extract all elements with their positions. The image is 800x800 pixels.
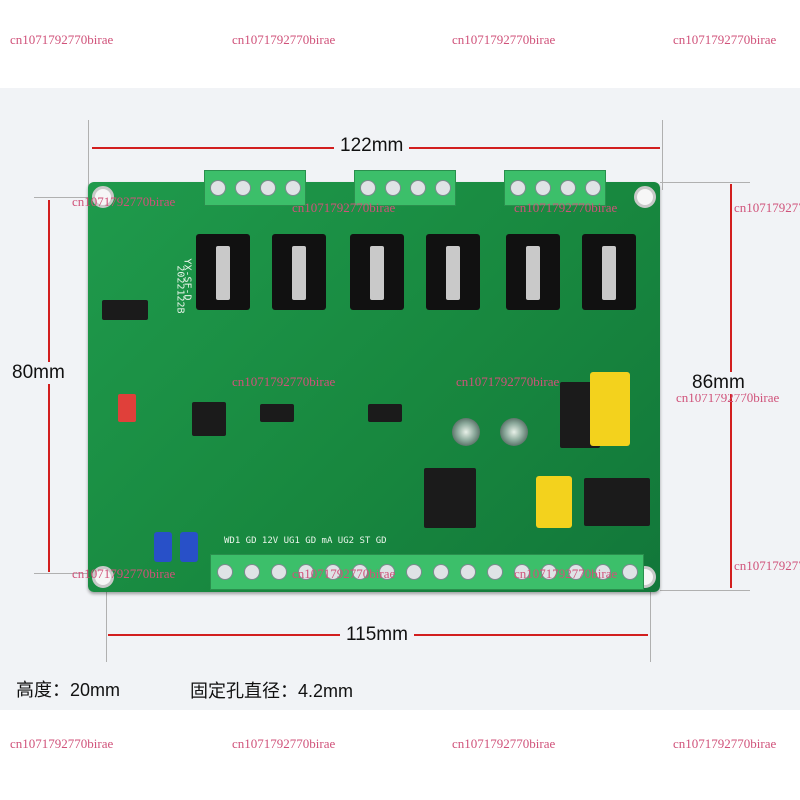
- guide-line: [650, 592, 651, 662]
- terminal-block-top: [354, 170, 456, 206]
- circuit-board: YX-SF-D 2022122B WD1 GD 12V UG1 GD mA UG…: [88, 170, 660, 592]
- watermark: cn1071792770birae: [734, 200, 800, 215]
- mounting-hole-note: 固定孔直径：4.2mm: [190, 681, 354, 701]
- transformer-core: [590, 372, 630, 446]
- potentiometer: [180, 532, 198, 562]
- watermark: cn1071792770birae: [514, 200, 618, 215]
- watermark: cn1071792770birae: [292, 200, 396, 215]
- ic-chip: [368, 404, 402, 422]
- watermark: cn1071792770birae: [10, 32, 114, 47]
- choke-coil: [584, 478, 650, 526]
- dimension-label-height-left: 80mm: [12, 362, 65, 384]
- dimension-label-height-right: 86mm: [692, 372, 745, 394]
- guide-line: [34, 197, 94, 198]
- watermark: cn1071792770birae: [10, 736, 114, 751]
- watermark: cn1071792770birae: [452, 736, 556, 751]
- silkscreen-pin-labels: WD1 GD 12V UG1 GD mA UG2 ST GD: [224, 536, 387, 546]
- mounting-hole: [634, 186, 656, 208]
- guide-line: [106, 592, 107, 662]
- power-relay: [424, 468, 476, 528]
- relay: [426, 234, 480, 310]
- terminal-block-top: [504, 170, 606, 206]
- mounting-hole: [92, 566, 114, 588]
- watermark: cn1071792770birae: [232, 736, 336, 751]
- guide-line: [660, 590, 750, 591]
- potentiometer: [154, 532, 172, 562]
- relay: [506, 234, 560, 310]
- watermark: cn1071792770birae: [514, 566, 618, 581]
- silkscreen-date: 2022122B: [174, 265, 186, 314]
- dimension-arrow-height-left: [48, 200, 50, 572]
- relay: [272, 234, 326, 310]
- guide-line: [660, 182, 750, 183]
- terminal-block-bottom: [210, 554, 644, 590]
- mounting-hole: [92, 186, 114, 208]
- guide-line: [88, 120, 89, 190]
- watermark: cn1071792770birae: [232, 32, 336, 47]
- watermark: cn1071792770birae: [673, 32, 777, 47]
- height-note: 高度：20mm: [16, 680, 121, 700]
- terminal-block-top: [204, 170, 306, 206]
- capacitor: [500, 418, 528, 446]
- ic-chip: [260, 404, 294, 422]
- watermark: cn1071792770birae: [232, 374, 336, 389]
- watermark: cn1071792770birae: [456, 374, 560, 389]
- dimension-label-width-bottom: 115mm: [340, 624, 414, 646]
- relay: [350, 234, 404, 310]
- guide-line: [34, 573, 94, 574]
- watermark: cn1071792770birae: [673, 736, 777, 751]
- safety-capacitor: [536, 476, 572, 528]
- capacitor: [452, 418, 480, 446]
- relay: [582, 234, 636, 310]
- guide-line: [662, 120, 663, 190]
- dip-switch: [118, 394, 136, 422]
- watermark: cn1071792770birae: [72, 194, 176, 209]
- watermark: cn1071792770birae: [452, 32, 556, 47]
- watermark: cn1071792770birae: [292, 566, 396, 581]
- watermark: cn1071792770birae: [72, 566, 176, 581]
- relay: [196, 234, 250, 310]
- ic-chip: [102, 300, 148, 320]
- watermark: cn1071792770birae: [734, 558, 800, 573]
- dimension-label-width-top: 122mm: [334, 135, 410, 157]
- ic-chip: [192, 402, 226, 436]
